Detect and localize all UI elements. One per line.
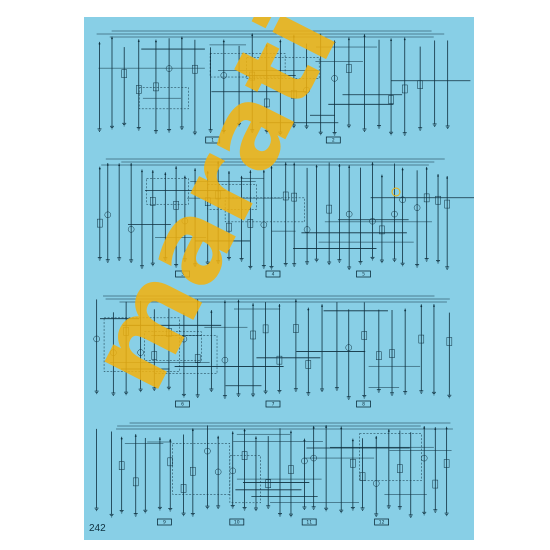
reference-label: 6 [181, 402, 184, 408]
registered-mark [391, 187, 401, 197]
reference-box [356, 400, 371, 408]
reference-box [265, 270, 281, 278]
reference-label: 9 [163, 520, 166, 526]
reference-label: 10 [234, 520, 240, 526]
reference-box [325, 136, 341, 144]
watermark-logo: marati [84, 17, 401, 409]
reference-box [157, 518, 172, 526]
reference-box [265, 400, 281, 408]
page-number: 242 [89, 523, 106, 534]
reference-label: 3 [181, 272, 184, 278]
reference-label: 12 [379, 520, 385, 526]
reference-box [374, 518, 390, 526]
reference-box [175, 270, 190, 278]
reference-box [356, 270, 371, 278]
reference-label: 8 [362, 402, 365, 408]
reference-box [229, 518, 245, 526]
reference-label: 11 [306, 520, 312, 526]
reference-label: 7 [272, 402, 275, 408]
reference-box [175, 400, 190, 408]
watermark-text: marati [84, 17, 362, 409]
reference-label: 5 [362, 272, 365, 278]
reference-box [301, 518, 317, 526]
reference-label: 4 [272, 272, 275, 278]
reference-label: 1 [211, 138, 214, 144]
reference-box [205, 136, 221, 144]
reference-label: 2 [332, 138, 335, 144]
